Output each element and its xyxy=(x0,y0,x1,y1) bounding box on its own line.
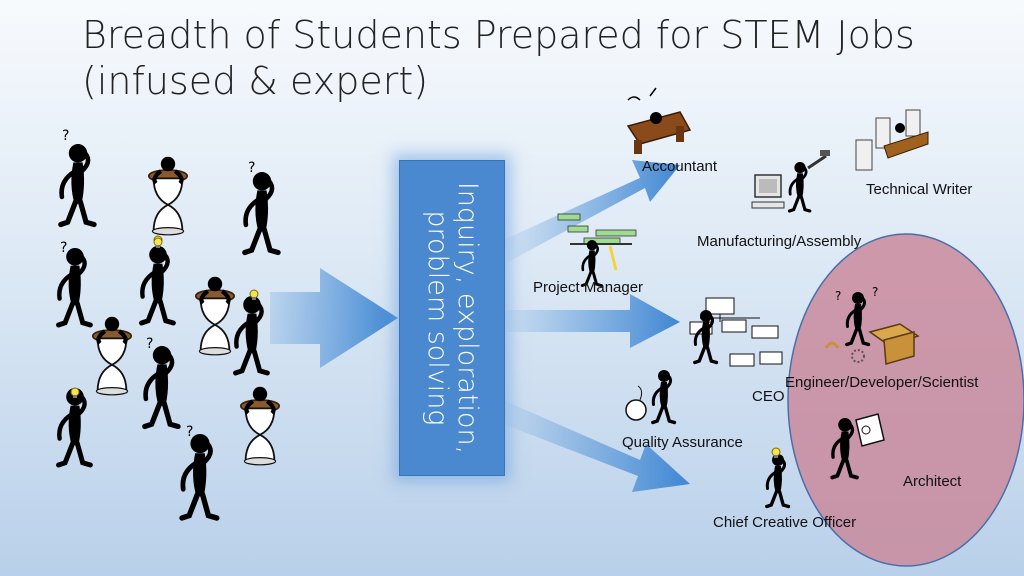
role-manufacturing: Manufacturing/Assembly xyxy=(697,233,862,250)
chief-creative-officer-icon xyxy=(765,447,791,509)
role-ceo: CEO xyxy=(752,388,785,405)
output-arrow-top xyxy=(503,160,680,262)
process-box: Inquiry, exploration, problem solving xyxy=(399,160,505,476)
svg-text:?: ? xyxy=(872,285,878,299)
role-chief-creative-officer: Chief Creative Officer xyxy=(713,514,857,531)
role-quality-assurance: Quality Assurance xyxy=(622,434,743,451)
output-arrow-middle xyxy=(503,294,680,348)
accountant-icon xyxy=(626,87,692,154)
role-engineer: Engineer/Developer/Scientist xyxy=(785,374,979,391)
ceo-icon xyxy=(689,297,783,367)
role-technical-writer: Technical Writer xyxy=(866,181,973,198)
role-project-manager: Project Manager xyxy=(533,279,644,296)
svg-text:?: ? xyxy=(835,289,841,303)
manufacturing-icon xyxy=(751,150,830,213)
expert-ellipse xyxy=(787,233,1024,567)
process-box-label: Inquiry, exploration, problem solving xyxy=(422,181,483,455)
role-accountant: Accountant xyxy=(642,158,718,175)
quality-assurance-icon xyxy=(625,368,677,425)
output-arrow-bottom xyxy=(503,400,690,492)
role-architect: Architect xyxy=(903,473,962,490)
project-manager-icon xyxy=(557,213,637,287)
input-arrow xyxy=(270,268,398,368)
architect-icon xyxy=(830,413,885,480)
engineer-icon: ? ? xyxy=(824,285,920,365)
slide-title: Breadth of Students Prepared for STEM Jo… xyxy=(82,13,915,103)
technical-writer-icon xyxy=(855,109,929,171)
